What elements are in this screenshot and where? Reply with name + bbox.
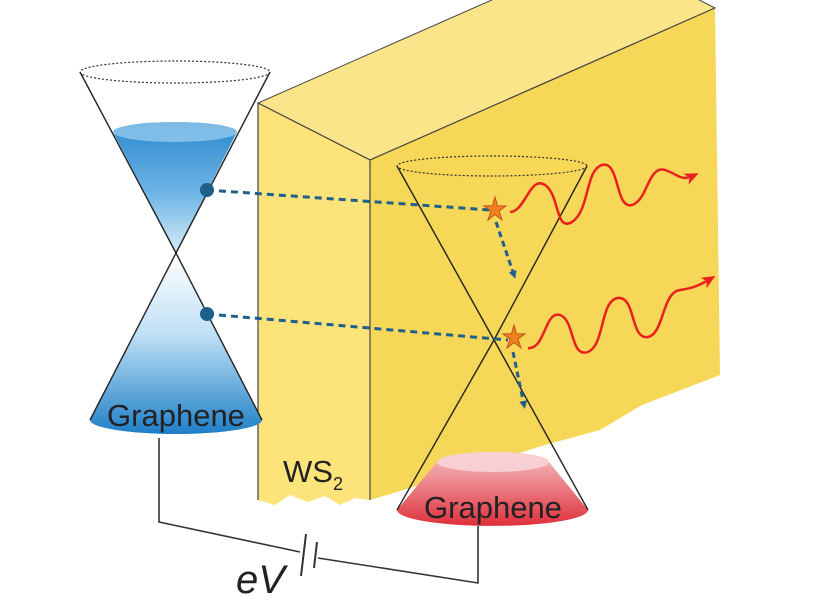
ws2-label-main: WS [283,454,333,489]
ws2-label: WS2 [283,454,343,494]
ws2-barrier [256,0,720,505]
lower-relaxation-arrow [511,351,528,409]
barrier-front-face [258,103,370,505]
right-graphene-label: Graphene [424,490,562,525]
battery-long-plate [300,533,307,577]
right-lower-cone-fill [397,452,588,526]
bias-circuit [158,438,479,584]
lower-emission-star [501,323,527,350]
right-circuit-wire [317,526,479,584]
left-circuit-wire [158,438,301,553]
left-cone-rim [79,60,271,84]
lower-electron-dot [200,307,214,321]
left-upper-cone-fill [113,122,237,253]
battery-short-plate [313,541,318,569]
tunneling-paths [200,183,528,409]
ws2-label-subscript: 2 [333,474,343,494]
upper-electron-dot [200,183,214,197]
barrier-side-face [370,8,720,500]
emitted-photons [509,163,716,354]
right-graphene-cone [396,155,589,526]
left-graphene-label: Graphene [107,398,245,433]
upper-photon-wave [509,163,699,225]
emission-stars [482,195,527,350]
lower-photon-wave [527,275,716,354]
lower-tunneling-path [206,312,509,342]
bias-voltage-label: eV [236,558,288,602]
left-lower-cone-fill [90,253,262,434]
left-graphene-cone [79,60,271,434]
upper-emission-star [482,195,508,222]
